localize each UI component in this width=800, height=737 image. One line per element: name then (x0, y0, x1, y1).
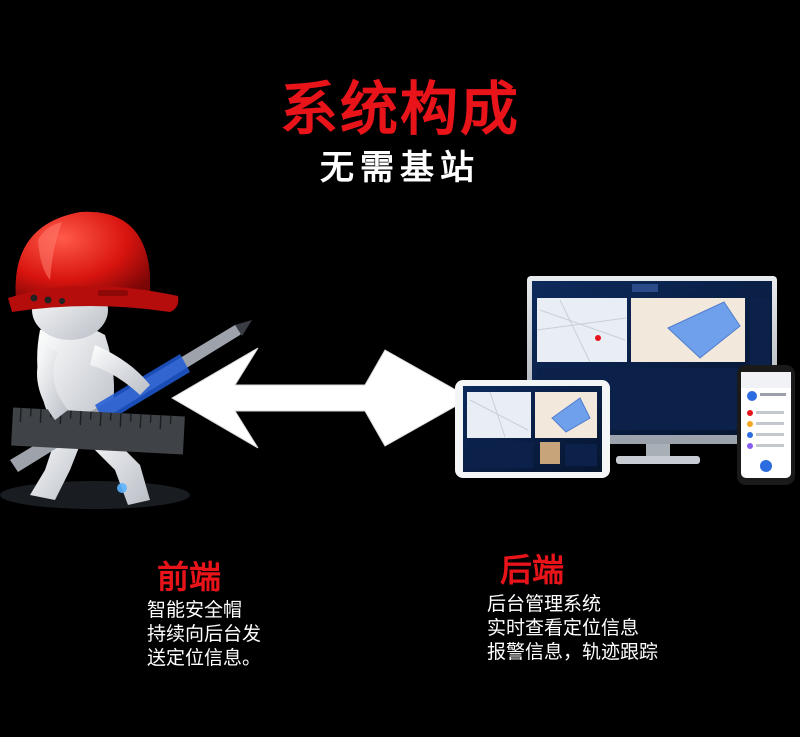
back-line: 后台管理系统 (487, 593, 602, 615)
front-description: 智能安全帽 持续向后台发 送定位信息。 (147, 598, 261, 670)
back-line: 报警信息，轨迹跟踪 (487, 641, 659, 663)
front-line: 智能安全帽 (147, 599, 243, 621)
worker-figure-illustration (0, 211, 252, 509)
front-title: 前端 (157, 558, 222, 596)
back-title: 后端 (500, 551, 565, 589)
red-safety-helmet-icon (8, 211, 179, 312)
page-subtitle: 无需基站 (320, 148, 480, 188)
tablet-illustration (455, 380, 610, 478)
back-description: 后台管理系统 实时查看定位信息 报警信息，轨迹跟踪 (487, 592, 658, 664)
front-line: 送定位信息。 (147, 647, 262, 669)
back-line: 实时查看定位信息 (487, 617, 640, 639)
front-line: 持续向后台发 (147, 623, 262, 645)
page-title: 系统构成 (279, 75, 520, 143)
double-arrow-icon (171, 347, 472, 449)
phone-illustration (737, 365, 795, 485)
